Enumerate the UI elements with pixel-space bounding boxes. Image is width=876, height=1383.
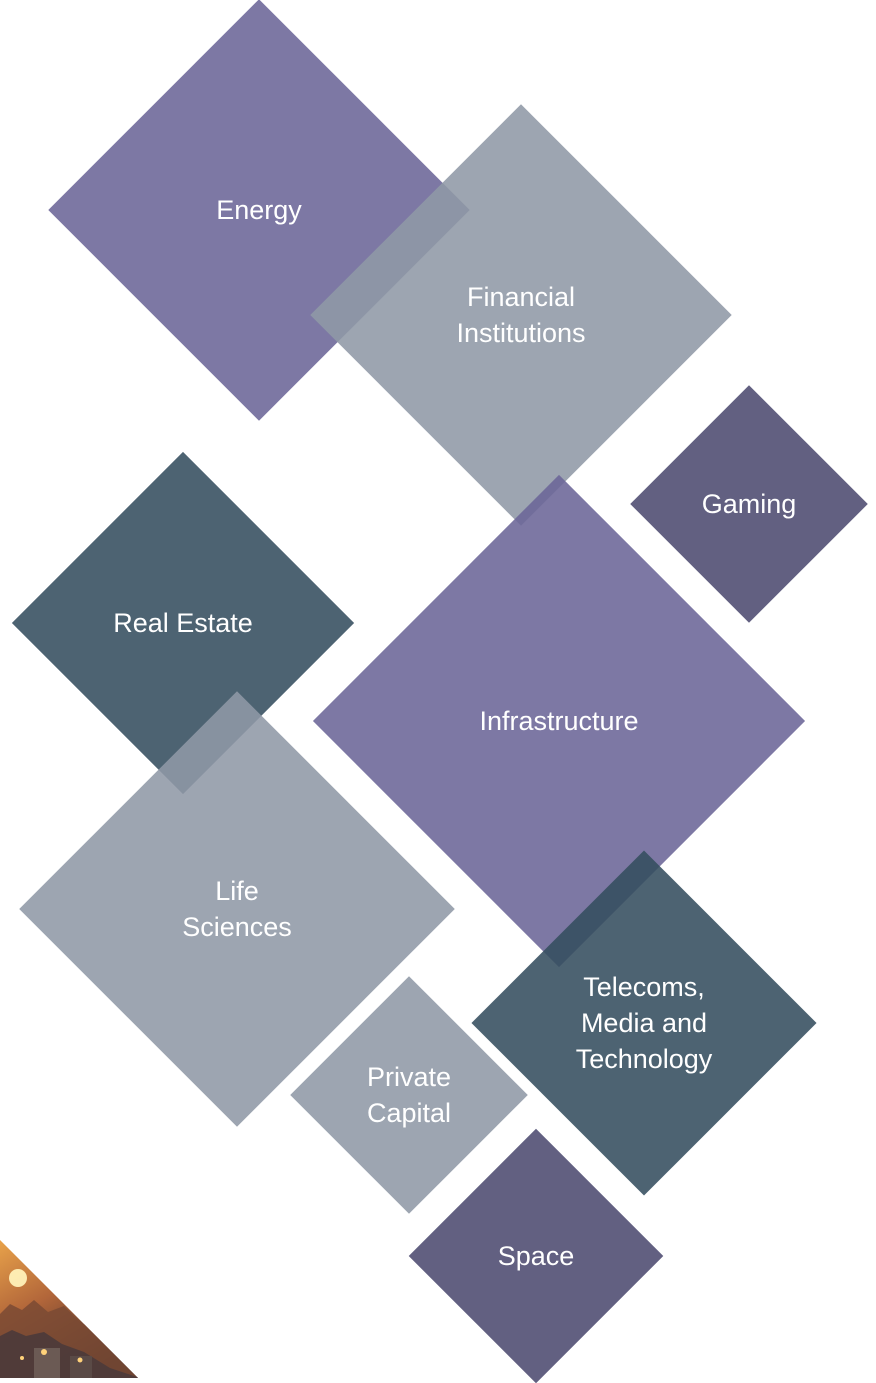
sector-tile-real-estate[interactable]: Real Estate bbox=[11, 451, 355, 795]
sector-label: Life Sciences bbox=[182, 876, 292, 942]
sector-tile-gaming[interactable]: Gaming bbox=[630, 385, 868, 623]
sector-label: Financial Institutions bbox=[456, 282, 586, 348]
sector-tile-infrastructure[interactable]: Infrastructure bbox=[312, 474, 806, 968]
sector-label: Gaming bbox=[701, 489, 797, 519]
sector-tile-energy[interactable]: Energy bbox=[48, 0, 470, 421]
sector-tile-space[interactable]: Space bbox=[408, 1128, 664, 1383]
sector-label: Space bbox=[497, 1241, 575, 1271]
sector-tile-telecoms-media-technology[interactable]: Telecoms, Media and Technology bbox=[471, 850, 817, 1196]
sector-label: Private Capital bbox=[366, 1062, 452, 1128]
sector-label: Energy bbox=[216, 195, 302, 225]
sector-label: Telecoms, Media and Technology bbox=[575, 972, 713, 1074]
sector-tile-life-sciences[interactable]: Life Sciences bbox=[19, 691, 455, 1127]
sector-label: Infrastructure bbox=[479, 706, 639, 736]
sector-tile-private-capital[interactable]: Private Capital bbox=[290, 976, 528, 1214]
corner-photo-image bbox=[0, 1240, 138, 1378]
sector-tile-financial-institutions[interactable]: Financial Institutions bbox=[310, 104, 732, 526]
sector-label: Real Estate bbox=[113, 608, 253, 638]
